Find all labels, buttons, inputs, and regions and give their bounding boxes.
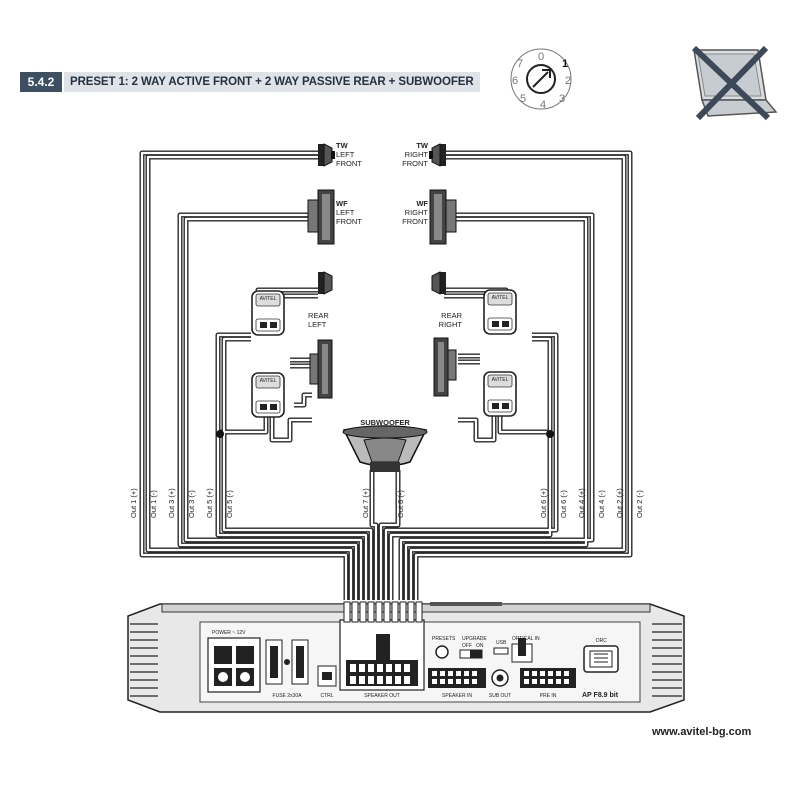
- preset-knob-icon: [435, 645, 449, 659]
- speaker-out-label: SPEAKER OUT: [364, 693, 400, 699]
- speaker-out-connector-icon: [339, 601, 425, 691]
- fuse-label: FUSE 2x30A: [273, 693, 303, 699]
- dial-digit-4: 4: [540, 99, 546, 111]
- wf-left-label-3: FRONT: [336, 217, 362, 226]
- junction-dot: [216, 430, 224, 438]
- out-label-left-3: Out 3 (-): [187, 490, 196, 518]
- out-label-left-4: Out 5 (+): [205, 488, 214, 518]
- out-label-right-2: Out 4 (+): [577, 488, 586, 518]
- no-laptop-icon: [691, 45, 778, 121]
- rear-woofer-left-icon: [309, 339, 333, 399]
- out-label-right-1: Out 6 (-): [559, 490, 568, 518]
- power-terminal-icon: [214, 646, 254, 686]
- junction-dot: [546, 430, 554, 438]
- switch-off-label: OFF: [462, 643, 472, 649]
- subwoofer-icon: [342, 425, 428, 472]
- section-title: PRESET 1: 2 WAY ACTIVE FRONT + 2 WAY PAS…: [64, 72, 480, 92]
- rear-left-label-2: LEFT: [308, 320, 327, 329]
- woofer-left-icon: [307, 189, 335, 245]
- wf-right-label-2: RIGHT: [405, 208, 429, 217]
- tw-right-label-2: RIGHT: [405, 150, 429, 159]
- crossover-brand-label: AVITEL: [260, 378, 277, 384]
- out-label-right-0: Out 6 (+): [539, 488, 548, 518]
- usb-port-icon: [493, 647, 509, 655]
- rear-right-label-2: RIGHT: [439, 320, 463, 329]
- presets-label: PRESETS: [432, 636, 456, 642]
- preset-dial-icon: 0 1 2 3 4 5 6 7: [510, 48, 572, 111]
- out-label-center-0: Out 7 (+): [361, 488, 370, 518]
- out-label-right-3: Out 4 (-): [597, 490, 606, 518]
- section-number: 5.4.2: [20, 72, 62, 92]
- drc-label: DRC: [596, 638, 607, 644]
- amplifier: POWER ~ 12V FUSE 2x30A CTRL SPEAKER OUT …: [127, 601, 685, 713]
- dial-digit-1: 1: [562, 58, 568, 70]
- rear-woofer-right-icon: [433, 337, 457, 397]
- tweeter-left-icon: [318, 143, 335, 167]
- tw-right-label-3: FRONT: [402, 159, 428, 168]
- rear-tweeter-right-icon: [431, 271, 446, 295]
- tw-left-label-3: FRONT: [336, 159, 362, 168]
- usb-label: USB: [496, 640, 507, 646]
- dial-digit-7: 7: [517, 58, 523, 70]
- website-url: www.avitel-bg.com: [652, 726, 752, 738]
- crossover-brand-label: AVITEL: [492, 377, 509, 383]
- ctrl-label: CTRL: [320, 693, 333, 699]
- tw-left-label-2: LEFT: [336, 150, 355, 159]
- tweeter-right-icon: [429, 143, 446, 167]
- upgrade-label: UPGRADE: [462, 636, 487, 642]
- dial-digit-6: 6: [512, 75, 518, 87]
- rear-right-label-1: REAR: [441, 311, 462, 320]
- fuse-icon: [265, 639, 309, 685]
- crossover-brand-label: AVITEL: [492, 295, 509, 301]
- out-label-right-4: Out 2 (+): [615, 488, 624, 518]
- rear-left-label-1: REAR: [308, 311, 329, 320]
- wf-right-label-1: WF: [416, 199, 428, 208]
- amplifier-model: AP F8.9 bit: [582, 692, 619, 699]
- dial-digit-0: 0: [538, 51, 544, 63]
- tw-right-label-1: TW: [416, 141, 429, 150]
- out-label-right-5: Out 2 (-): [635, 490, 644, 518]
- switch-on-label: ON: [476, 643, 484, 649]
- pre-in-label: PRE IN: [540, 693, 557, 699]
- out-label-center-1: Out 8 (-): [396, 490, 405, 518]
- optical-in-label: OPTICAL IN: [512, 636, 540, 642]
- out-label-left-2: Out 3 (+): [167, 488, 176, 518]
- out-label-left-1: Out 1 (-): [149, 490, 158, 518]
- wf-right-label-3: FRONT: [402, 217, 428, 226]
- dial-digit-5: 5: [520, 93, 526, 105]
- wf-left-label-2: LEFT: [336, 208, 355, 217]
- subwoofer-label: SUBWOOFER: [360, 418, 410, 427]
- rear-tweeter-left-icon: [318, 271, 333, 295]
- dial-digit-2: 2: [565, 75, 571, 87]
- power-label: POWER ~ 12V: [212, 630, 246, 636]
- out-label-left-0: Out 1 (+): [129, 488, 138, 518]
- crossover-brand-label: AVITEL: [260, 296, 277, 302]
- wf-left-label-1: WF: [336, 199, 348, 208]
- dial-digit-3: 3: [559, 93, 565, 105]
- tw-left-label-1: TW: [336, 141, 349, 150]
- woofer-right-icon: [429, 189, 457, 245]
- sub-out-label: SUB OUT: [489, 693, 511, 699]
- out-label-left-5: Out 5 (-): [225, 490, 234, 518]
- speaker-in-label: SPEAKER IN: [442, 693, 472, 699]
